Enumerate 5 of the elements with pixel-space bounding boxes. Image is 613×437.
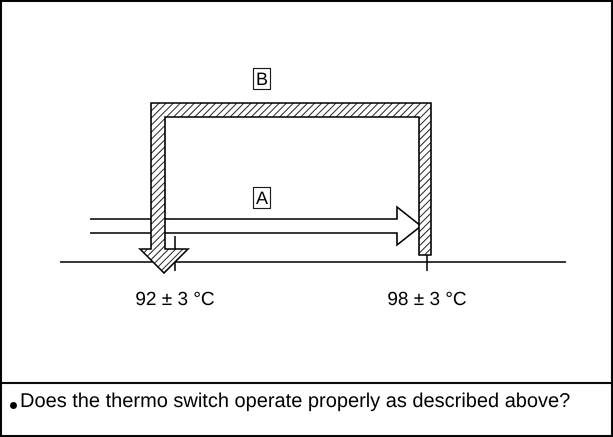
callout-letter: A [253, 187, 272, 209]
temperature-label: 98 ± 3 °C [387, 288, 467, 312]
callout-letter: B [253, 68, 272, 90]
question-text: Does the thermo switch operate properly as described above? [20, 389, 572, 413]
temperature-label: 92 ± 3 °C [135, 288, 215, 312]
